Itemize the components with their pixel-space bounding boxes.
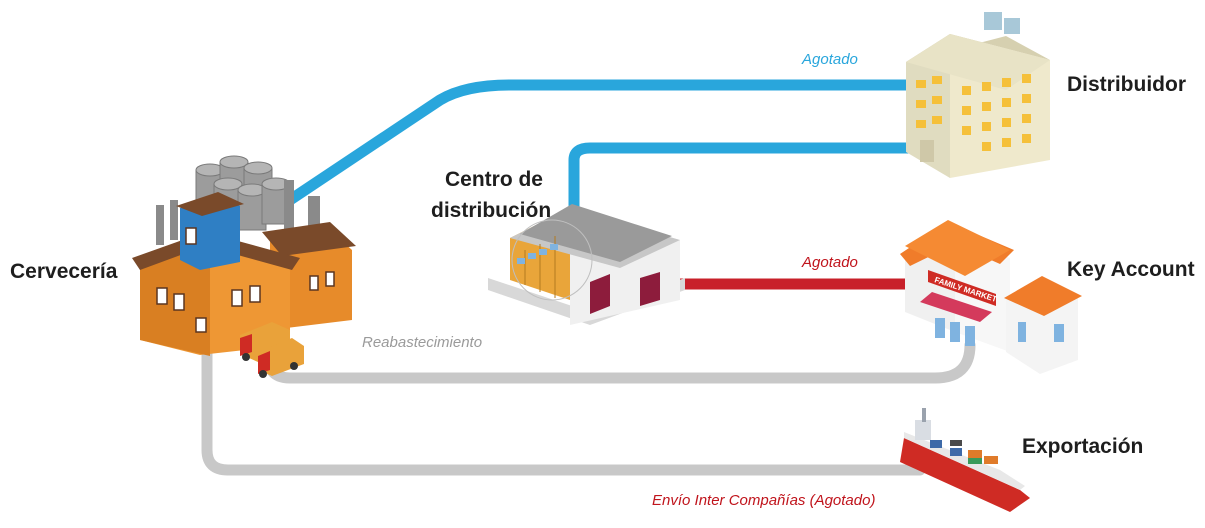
flow-label-restock: Reabastecimiento [362, 334, 483, 351]
brewery-label: Cervecería [10, 260, 118, 283]
export-ship-illustration [900, 408, 1030, 512]
distribution-center-illustration [488, 204, 685, 325]
flow-line-export [201, 344, 926, 476]
distribution-center-label: Centro de [442, 167, 546, 193]
flow-label-distributor: Agotado [802, 51, 858, 68]
key-account-label: Key Account [1067, 258, 1195, 281]
distribution-center-label-2: distribución [431, 199, 552, 222]
flow-label-export: Envío Inter Compañías (Agotado) [652, 492, 876, 509]
flow-line-brewery-distributor [284, 79, 926, 206]
export-label: Exportación [1022, 435, 1144, 458]
key-account-store-illustration: FAMILY MARKET [900, 220, 1082, 374]
distributor-label: Distribuidor [1067, 73, 1186, 96]
distribution-center-label-line1: Centro de [444, 168, 543, 191]
flow-line-dc-distributor [568, 142, 926, 221]
distributor-building-illustration [906, 12, 1050, 178]
brewery-illustration [132, 155, 356, 378]
flow-label-key-account: Agotado [802, 254, 858, 271]
